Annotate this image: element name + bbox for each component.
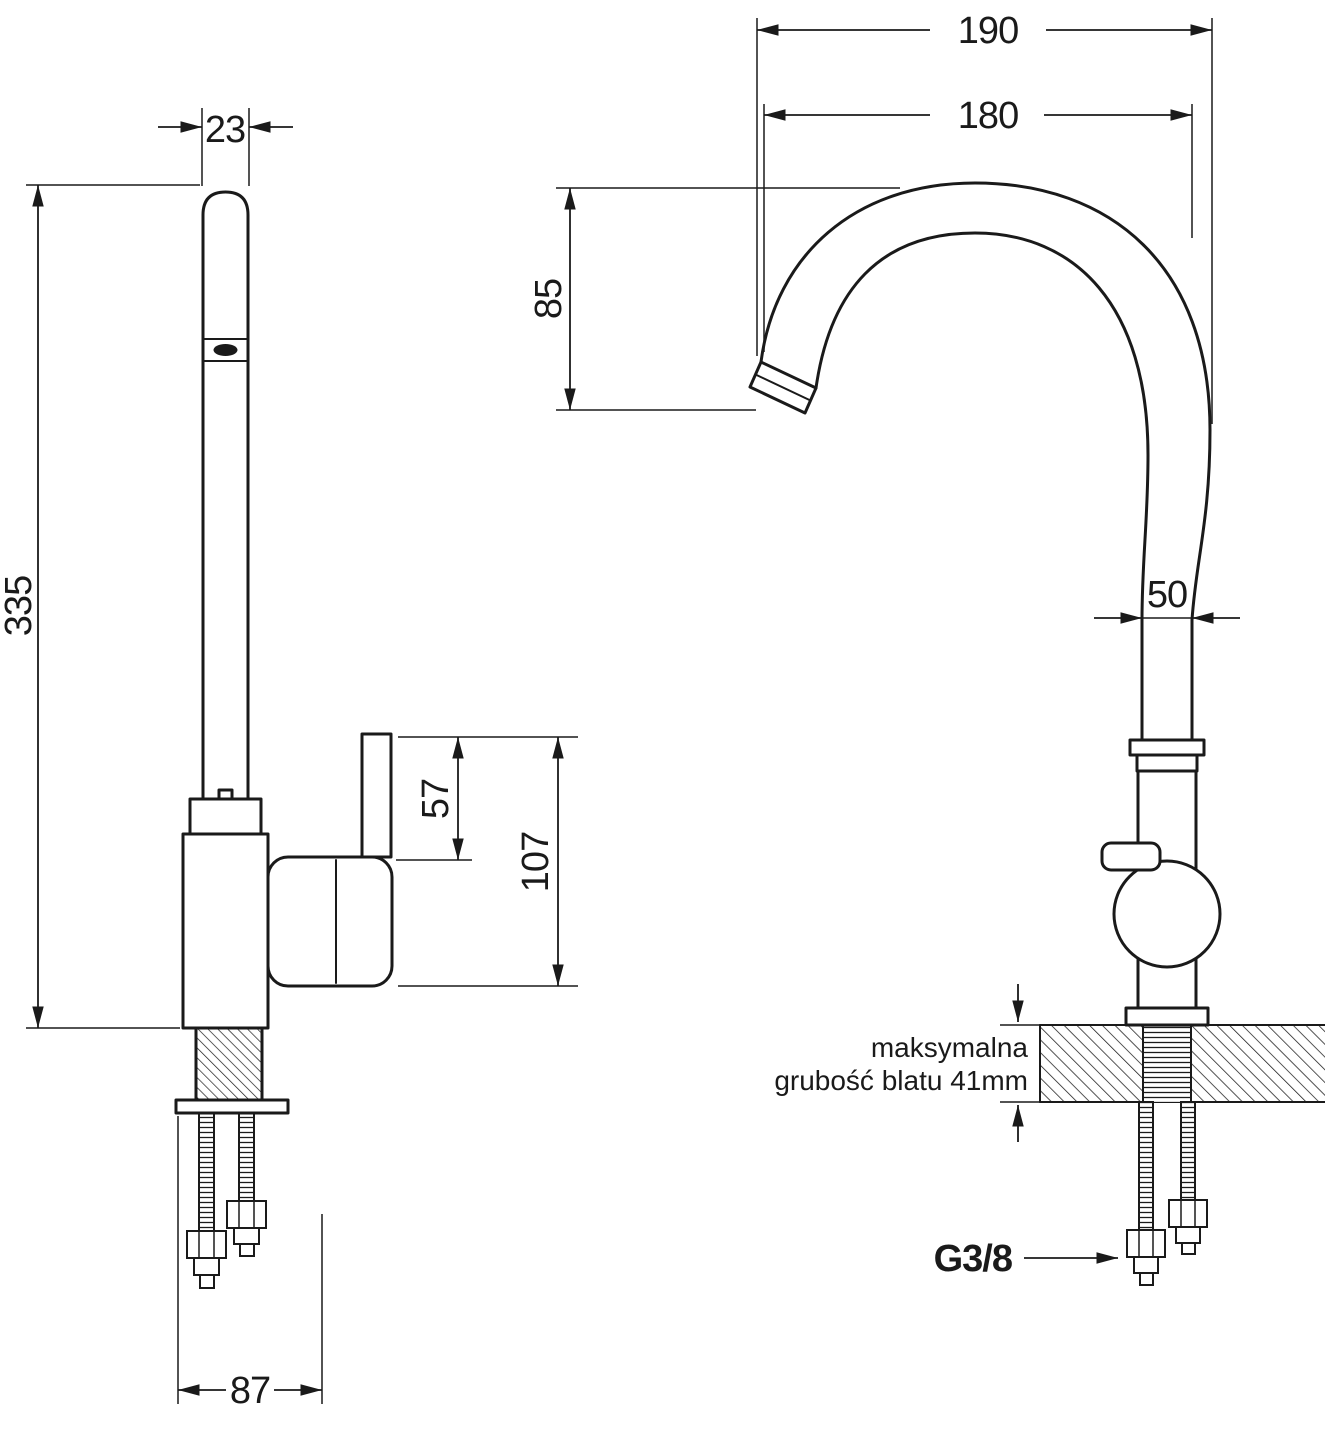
- mixer-housing: [266, 855, 394, 988]
- spout-aerator-seam: [754, 373, 812, 402]
- dim-spout-reach-label: 180: [958, 95, 1018, 137]
- mounting-stud-right-threads: [1181, 1102, 1195, 1200]
- hex-nut-right-tip: [239, 1243, 255, 1257]
- through-shank-threads: [1143, 1025, 1191, 1102]
- countertop-slab-hatch: [1191, 1025, 1325, 1102]
- dim-base-width-label: 87: [230, 1370, 270, 1412]
- base-escutcheon: [1124, 1006, 1210, 1027]
- hex-nut-left-tip: [199, 1274, 215, 1289]
- dim-pipe-width-label: 50: [1147, 574, 1187, 616]
- right-view-dimensions: 190 180 85 50 maksymalna grubość blatu 4…: [528, 10, 1240, 1280]
- pipe-collar-lower: [1135, 753, 1199, 773]
- counter-note-line1: maksymalna: [871, 1032, 1029, 1063]
- mixer-knob: [1112, 859, 1222, 969]
- handle-lever: [360, 732, 393, 859]
- spout-pipe: [201, 190, 250, 808]
- right-view: [748, 181, 1325, 1286]
- pipe-collar-upper: [1128, 738, 1206, 757]
- collar: [188, 797, 263, 836]
- mounting-stud-right-threads: [239, 1113, 254, 1201]
- hex-nut-left: [1126, 1229, 1166, 1258]
- dim-spout-drop-label: 85: [528, 279, 570, 319]
- mounting-flange: [174, 1098, 290, 1115]
- gooseneck-outer-curve: [759, 181, 1212, 742]
- aerator-outlet: [213, 344, 238, 356]
- hex-nut-left-tip: [1139, 1272, 1154, 1286]
- dim-overall-width-label: 190: [958, 10, 1018, 52]
- hex-nut-right: [1168, 1199, 1208, 1228]
- mounting-stud-left-threads: [199, 1113, 214, 1231]
- counter-note-line2: grubość blatu 41mm: [774, 1065, 1028, 1096]
- mounting-stud-left-threads: [1139, 1102, 1153, 1230]
- hex-nut-right-step: [233, 1227, 260, 1245]
- hex-nut-left-step: [193, 1257, 220, 1276]
- dim-total-height-label: 335: [0, 576, 40, 636]
- hex-nut-right-tip: [1181, 1242, 1196, 1255]
- left-view: [174, 190, 394, 1289]
- hex-nut-right-step: [1175, 1226, 1201, 1244]
- threaded-shank-hatch: [196, 1028, 262, 1100]
- dim-body-height-label: 107: [515, 832, 557, 892]
- gooseneck-inner-curve: [814, 231, 1150, 742]
- hex-nut-right: [226, 1200, 267, 1229]
- thread-size-label: G3/8: [934, 1238, 1012, 1280]
- dim-lever-height-label: 57: [415, 779, 457, 819]
- handle-lever-front: [1100, 841, 1162, 872]
- hex-nut-left-step: [1133, 1256, 1159, 1274]
- faucet-body: [181, 832, 270, 1030]
- hex-nut-left: [186, 1230, 227, 1259]
- countertop-slab-hatch: [1040, 1025, 1143, 1102]
- dim-spout-width-label: 23: [205, 109, 245, 151]
- left-view-dimensions: 23 335 57 107 87: [0, 108, 578, 1412]
